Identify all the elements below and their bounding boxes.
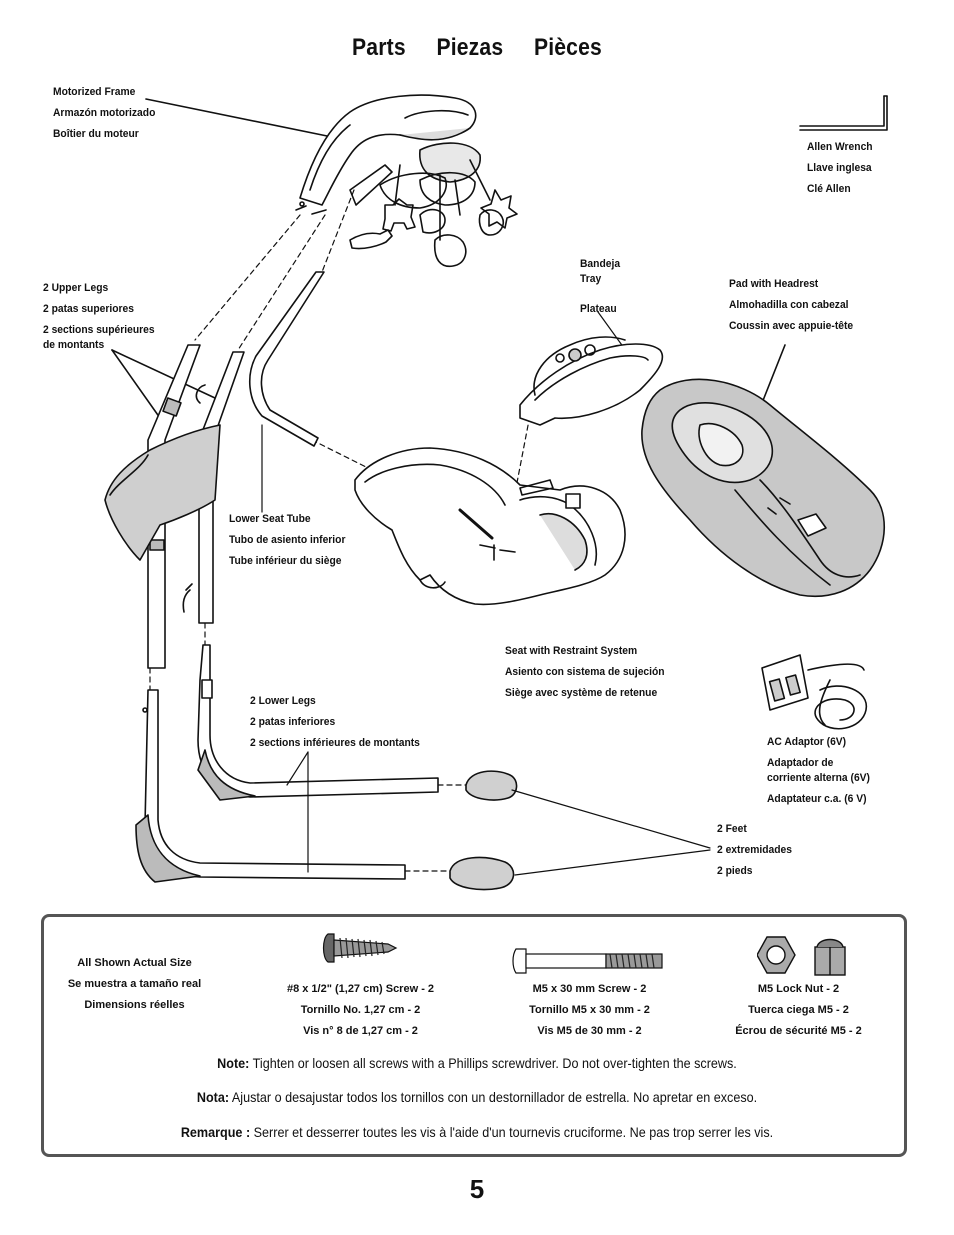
- allen-wrench-drawing: [799, 95, 888, 131]
- hardware-box: [41, 914, 907, 1157]
- screw-8-icon: [322, 933, 398, 963]
- label-upper-legs: 2 Upper Legs 2 patas superiores 2 sectio…: [43, 282, 155, 351]
- label-tray: Bandeja Tray Plateau: [580, 258, 621, 315]
- leader-motorized-frame: [145, 98, 333, 138]
- label-motorized-frame: Motorized Frame Armazón motorizado Boîti…: [53, 86, 156, 140]
- note-fr: Remarque : Serrer et desserrer toutes le…: [180, 1124, 774, 1140]
- label-lower-legs: 2 Lower Legs 2 patas inferiores 2 sectio…: [250, 695, 420, 749]
- screw-m5-caption: M5 x 30 mm Screw - 2 Tornillo M5 x 30 mm…: [529, 983, 650, 1037]
- lock-nut-caption: M5 Lock Nut - 2 Tuerca ciega M5 - 2 Écro…: [735, 983, 862, 1037]
- label-lower-seat-tube: Lower Seat Tube Tubo de asiento inferior…: [229, 513, 346, 567]
- feet-drawing: [449, 770, 711, 891]
- title-es: Piezas: [436, 34, 504, 61]
- label-seat: Seat with Restraint System Asiento con s…: [505, 645, 665, 699]
- leader-upper-legs-2: [111, 349, 216, 399]
- tray-drawing: [519, 311, 664, 426]
- lower-legs-drawing: [135, 644, 439, 883]
- seat-drawing: [354, 447, 626, 606]
- leader-upper-legs-1: [111, 349, 161, 419]
- screw-m5-icon: [512, 948, 663, 974]
- motorized-frame-drawing: [295, 94, 518, 268]
- lock-nut-icon: [757, 936, 846, 976]
- note-es: Nota: Ajustar o desajustar todos los tor…: [196, 1089, 758, 1105]
- label-ac-adaptor: AC Adaptor (6V) Adaptador de corriente a…: [767, 736, 870, 805]
- leader-pad: [761, 344, 786, 404]
- note-en: Note: Tighten or loosen all screws with …: [217, 1055, 737, 1071]
- ac-adaptor-drawing: [761, 654, 867, 730]
- page-number: 5: [469, 1174, 485, 1204]
- pad-drawing: [641, 378, 886, 598]
- title-fr: Pièces: [533, 34, 602, 61]
- label-pad-with-headrest: Pad with Headrest Almohadilla con cabeza…: [729, 278, 854, 332]
- title-en: Parts: [352, 34, 406, 61]
- page-title: Parts Piezas Pièces: [57, 34, 897, 62]
- lower-seat-tube-drawing: [248, 271, 325, 513]
- parts-illustration: [104, 94, 888, 891]
- label-feet: 2 Feet 2 extremidades 2 pieds: [717, 823, 792, 877]
- upper-legs-drawing: [104, 344, 245, 669]
- screw-8-caption: #8 x 1/2" (1,27 cm) Screw - 2 Tornillo N…: [286, 983, 435, 1037]
- actual-size-note: All Shown Actual Size Se muestra a tamañ…: [67, 957, 202, 1011]
- label-allen-wrench: Allen Wrench Llave inglesa Clé Allen: [807, 141, 873, 195]
